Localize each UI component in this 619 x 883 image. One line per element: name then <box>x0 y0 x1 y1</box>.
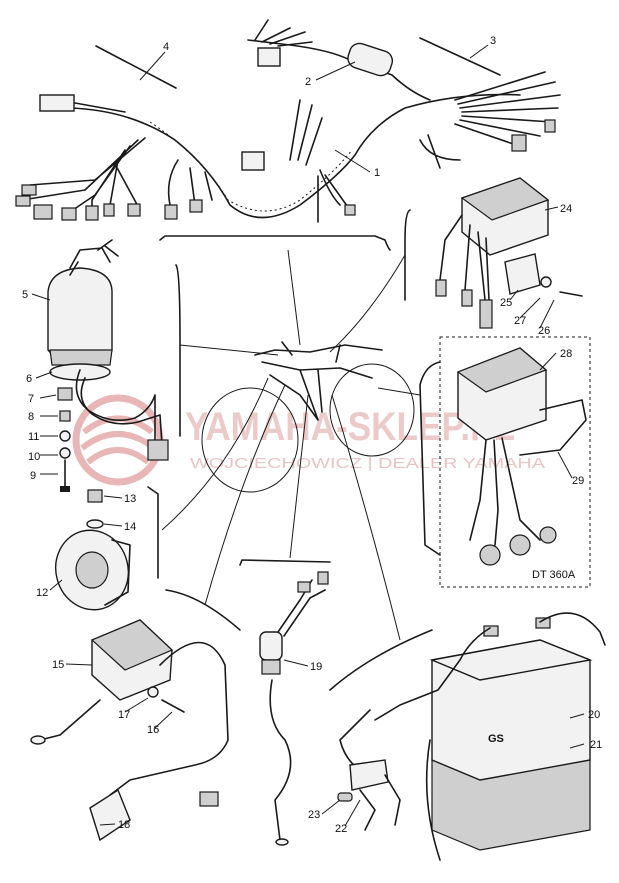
part-label-21: 21 <box>590 739 602 751</box>
group-brackets <box>147 209 441 691</box>
leader-lines <box>31 44 585 827</box>
part-label-17: 17 <box>118 709 130 721</box>
frame-sketch <box>201 341 415 493</box>
part-label-18: 18 <box>118 819 130 831</box>
model-note: DT 360A <box>532 569 576 581</box>
part-label-29: 29 <box>572 475 584 487</box>
part-label-14: 14 <box>124 521 136 533</box>
part-label-24: 24 <box>560 203 572 215</box>
part-label-3: 3 <box>490 35 496 47</box>
part-label-23: 23 <box>308 809 320 821</box>
ignition-coil <box>30 619 229 842</box>
part-label-12: 12 <box>36 587 48 599</box>
part-label-16: 16 <box>147 724 159 736</box>
part-label-13: 13 <box>124 493 136 505</box>
dt360a-dashed-box <box>439 336 591 588</box>
dt360a-module: DT 360A <box>439 336 591 588</box>
part-label-2: 2 <box>305 76 311 88</box>
part-label-27: 27 <box>514 315 526 327</box>
part-label-19: 19 <box>310 661 322 673</box>
main-switch <box>47 239 169 492</box>
battery-brand: GS <box>488 733 504 745</box>
part-label-4: 4 <box>163 41 169 53</box>
part-label-1: 1 <box>374 167 380 179</box>
front-wheel-outline <box>201 387 299 493</box>
part-label-7: 7 <box>28 393 34 405</box>
horn <box>55 489 131 611</box>
part-label-15: 15 <box>52 659 64 671</box>
part-label-28: 28 <box>560 348 572 360</box>
part-label-25: 25 <box>500 297 512 309</box>
neutral-switch <box>259 571 329 846</box>
part-label-20: 20 <box>588 709 600 721</box>
cable-ties <box>95 37 501 89</box>
part-label-11: 11 <box>28 431 39 443</box>
part-label-26: 26 <box>538 325 550 337</box>
watermark-logo-stripes <box>80 415 156 465</box>
frame-lines <box>254 341 383 421</box>
main-wire-harness <box>15 19 561 223</box>
part-label-9: 9 <box>30 470 36 482</box>
part-label-8: 8 <box>28 411 34 423</box>
part-label-10: 10 <box>28 451 40 463</box>
regulator-rectifier <box>435 177 583 329</box>
rear-wheel-outline <box>329 363 415 457</box>
part-label-22: 22 <box>335 823 347 835</box>
watermark-subtitle: WOJCIECHOWICZ | DEALER YAMAHA <box>190 455 545 472</box>
part-label-6: 6 <box>26 373 32 385</box>
battery-assembly: GS <box>337 612 606 861</box>
part-number-labels: 1234567891011121314151617181920212223242… <box>22 35 602 835</box>
part-label-5: 5 <box>22 289 28 301</box>
